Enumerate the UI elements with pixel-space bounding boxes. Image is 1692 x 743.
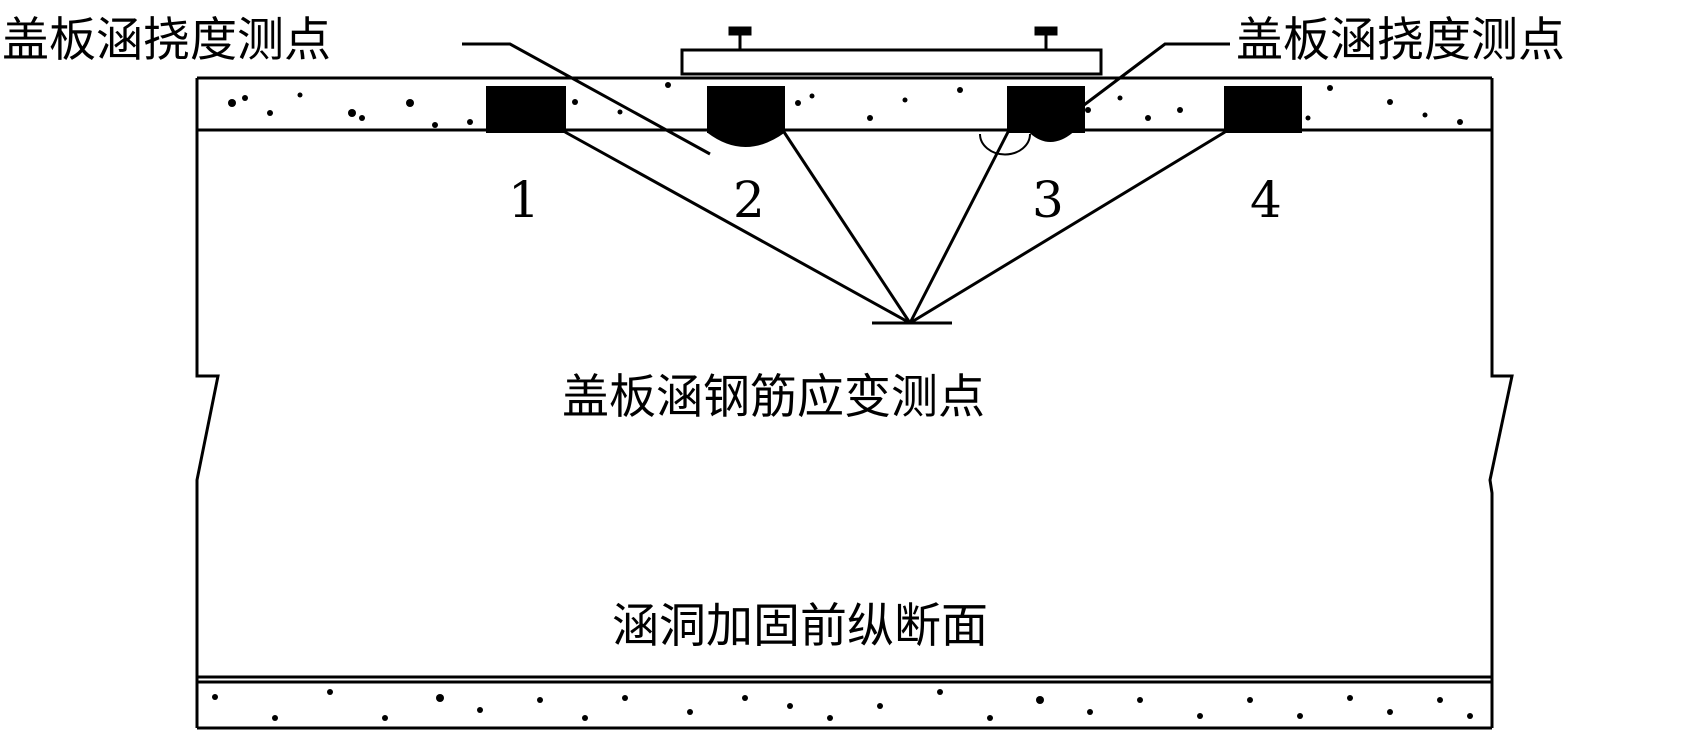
strain-gauge-4: [1224, 86, 1302, 133]
deflection-leaders: [462, 42, 1230, 156]
strain-gauge-3: [1007, 86, 1085, 133]
bottom-slab: [197, 675, 1492, 730]
lead-line-3: [908, 131, 1010, 324]
plate-bolt-right: [1034, 26, 1058, 50]
loading-plate-body: [680, 48, 1103, 76]
leader-left: [462, 42, 711, 156]
deflection-probe-2: [707, 131, 785, 147]
strain-gauge-1: [486, 86, 566, 133]
strain-point-number-4: 4: [1250, 171, 1282, 229]
culvert-walls: [195, 78, 1514, 728]
strain-point-number-1: 1: [508, 171, 540, 229]
deflection-label-left: 盖板涵挠度测点: [2, 13, 331, 68]
lead-line-2: [782, 131, 912, 324]
right-wall: [1488, 78, 1514, 728]
deflection-probe-3: [1029, 131, 1073, 142]
strain-point-number-3: 3: [1032, 171, 1064, 229]
strain-point-number-2: 2: [733, 171, 765, 229]
leader-right: [1079, 42, 1230, 110]
top-slab-aggregate: [228, 82, 1463, 128]
strain-gauges: [486, 86, 1302, 156]
loading-plate: [680, 26, 1103, 76]
left-wall: [195, 78, 220, 728]
section-title: 涵洞加固前纵断面: [612, 599, 988, 654]
plate-bolt-left: [728, 26, 752, 50]
strain-lead-lines: [564, 130, 1226, 325]
bottom-slab-aggregate: [212, 689, 1473, 721]
lead-line-4: [909, 130, 1226, 325]
deflection-probe-3-ring: [979, 133, 1031, 156]
strain-gauge-2: [707, 86, 785, 133]
deflection-label-right: 盖板涵挠度测点: [1236, 13, 1565, 68]
lead-line-1: [564, 130, 911, 325]
strain-measure-label: 盖板涵钢筋应变测点: [562, 370, 985, 425]
